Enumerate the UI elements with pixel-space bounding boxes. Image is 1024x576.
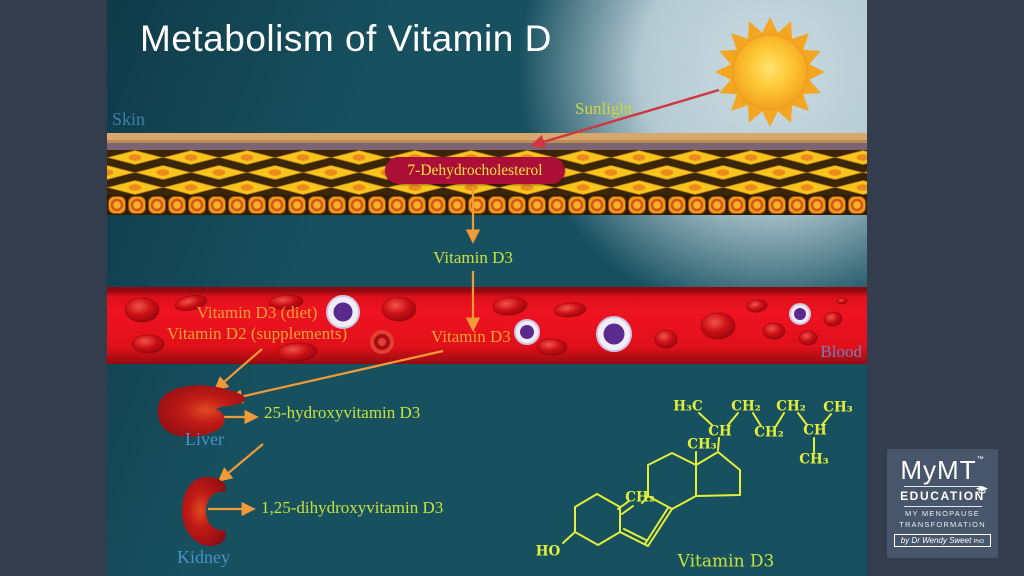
white-blood-cell (789, 303, 811, 325)
skin-surface-strip (107, 133, 867, 143)
red-blood-cell (823, 311, 843, 327)
bond (821, 413, 832, 426)
logo-divider (903, 506, 982, 508)
vitamin-d-diagram: H₃C CH₂ CH₂ CH₃ CH CH₂ CH CH₃ CH₃ CH₂ HO… (107, 0, 867, 576)
a-ring (574, 493, 621, 546)
skin-surface-shadow (107, 140, 867, 143)
atom-label: CH₂ (754, 425, 783, 441)
white-blood-cell (514, 319, 540, 345)
red-blood-cell (762, 322, 786, 340)
atom-label: CH (708, 424, 732, 440)
red-blood-cell (798, 330, 818, 346)
mymt-logo: MyMT™ EDUCATION MY MENOPAUSE TRANSFORMAT… (887, 449, 998, 558)
dehydrocholesterol-pill: 7-Dehydrocholesterol (385, 157, 565, 184)
logo-byline: by Dr Wendy Sweet PhD (893, 533, 992, 547)
red-blood-cell (700, 312, 736, 340)
atom-label: H₃C (673, 399, 703, 415)
red-blood-cell (536, 338, 568, 356)
skin-label: Skin (112, 109, 146, 129)
d-ring (695, 451, 741, 497)
white-blood-cell (596, 316, 632, 352)
blood-label: Blood (820, 342, 862, 361)
logo-education-text: EDUCATION (900, 489, 985, 503)
atom-label: CH₂ (776, 399, 805, 415)
vitamin-d3-skin-label: Vitamin D3 (433, 248, 513, 267)
blood-cells (124, 294, 848, 362)
ho-bond (562, 531, 576, 544)
red-blood-cell (492, 296, 528, 316)
vitamin-d3-structure: H₃C CH₂ CH₂ CH₃ CH CH₂ CH CH₃ CH₃ CH₂ HO… (536, 399, 853, 572)
arrow-liver-to-kidney (217, 443, 264, 482)
red-blood-cell (131, 334, 165, 354)
supplements-line: Vitamin D2 (supplements) (166, 324, 348, 343)
diet-line: Vitamin D3 (diet) (196, 303, 318, 322)
logo-education: EDUCATION (900, 486, 988, 503)
kidney-icon (182, 476, 226, 546)
kidney-product-label: 1,25-dihydroxyvitamin D3 (261, 498, 444, 517)
kidney-label: Kidney (177, 547, 230, 567)
graduation-cap-icon (975, 484, 988, 498)
logo-byline-suffix: PhD (973, 538, 985, 545)
bond (698, 412, 713, 426)
logo-brand-text: MyMT (900, 455, 977, 485)
trademark-symbol: ™ (976, 456, 985, 463)
atom-label: CH (803, 423, 827, 439)
liver-product-label: 25-hydroxyvitamin D3 (264, 403, 421, 422)
diet-sources-label: Vitamin D3 (diet) Vitamin D2 (supplement… (143, 302, 371, 344)
white-blood-cell (326, 295, 360, 329)
red-blood-cell (746, 299, 768, 313)
exo-methylene-bond (621, 505, 634, 515)
sun-icon (715, 17, 825, 127)
bond (775, 412, 785, 427)
atom-label: CH₃ (687, 437, 716, 453)
diene-bond (644, 507, 669, 545)
structure-name-label: Vitamin D3 (677, 552, 775, 572)
bond (727, 412, 739, 426)
atom-label: HO (536, 544, 561, 560)
diene-bond (619, 531, 649, 547)
liver-label: Liver (185, 429, 224, 449)
vitamin-d3-blood-label: Vitamin D3 (431, 327, 511, 346)
bond (717, 437, 720, 451)
red-blood-cell (124, 297, 160, 323)
sunlight-label: Sunlight (575, 99, 633, 118)
ring-blood-cell (370, 330, 394, 354)
sun-disc (732, 34, 808, 110)
logo-brand: MyMT™ (900, 456, 984, 483)
exo-methylene-bond (617, 500, 630, 510)
bond (752, 412, 762, 427)
red-blood-cell (381, 296, 417, 322)
red-blood-cell (174, 294, 208, 312)
logo-tagline-1: MY MENOPAUSE (905, 509, 980, 519)
atom-label: CH₂ (731, 399, 760, 415)
skin-basal-strip (107, 143, 867, 150)
blood-vessel (107, 287, 867, 364)
diene-bond (647, 508, 673, 547)
red-blood-cell (276, 342, 318, 362)
red-blood-cell (553, 302, 587, 318)
basal-cells-row (107, 195, 867, 215)
logo-tagline-2: TRANSFORMATION (899, 519, 986, 529)
page-title: Metabolism of Vitamin D (140, 18, 552, 59)
bond (641, 495, 649, 504)
logo-byline-text: by Dr Wendy Sweet (900, 535, 972, 545)
atom-label: CH₃ (799, 452, 828, 468)
bond (797, 412, 808, 426)
red-blood-cell (836, 297, 848, 305)
atom-label: CH₂ (625, 490, 654, 506)
red-blood-cell (268, 294, 304, 310)
diene-bond (623, 528, 647, 541)
red-blood-cell (654, 329, 678, 349)
c-ring (647, 452, 697, 510)
atom-label: CH₃ (823, 400, 852, 416)
logo-divider (903, 486, 982, 487)
